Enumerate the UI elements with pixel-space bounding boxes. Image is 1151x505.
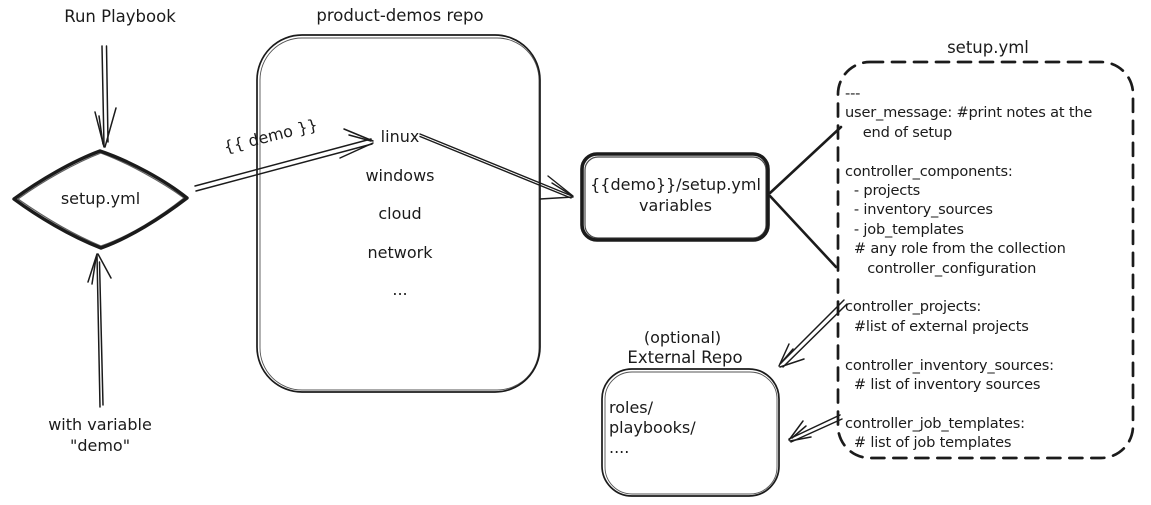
- setup-yml-file-title: setup.yml: [947, 38, 1029, 57]
- variables-to-setup-connector: [768, 125, 843, 269]
- with-variable-label: with variable "demo": [48, 415, 152, 455]
- run-playbook-label: Run Playbook: [64, 7, 176, 26]
- external-repo-content: roles/ playbooks/ ....: [609, 398, 696, 457]
- product-demos-repo-box: [256, 34, 541, 393]
- variables-box-shape: [580, 152, 770, 242]
- setup-yml-diamond-label: setup.yml: [60, 189, 141, 208]
- run-playbook-arrow: [94, 45, 117, 148]
- with-variable-arrow: [87, 253, 112, 408]
- external-repo-box: [601, 368, 780, 497]
- setup-yml-content: --- user_message: #print notes at the en…: [845, 85, 1093, 452]
- repo-item-ellipsis: ...: [392, 280, 408, 299]
- external-repo-title: External Repo: [627, 348, 743, 367]
- linux-to-variables-arrow: [419, 133, 574, 200]
- repo-item-linux: linux: [380, 127, 420, 146]
- setup-yml-diamond-shape: [12, 149, 189, 250]
- variables-box-label: {{demo}}/setup.yml variables: [590, 175, 761, 215]
- repo-item-network: network: [367, 243, 433, 262]
- demo-arrow: [194, 128, 374, 192]
- repo-item-cloud: cloud: [378, 204, 422, 223]
- job-templates-to-external-arrow: [788, 414, 843, 443]
- setup-yml-dashed-box: [836, 60, 1135, 460]
- external-repo-optional-label: (optional): [643, 328, 722, 347]
- product-demos-repo-title: product-demos repo: [316, 6, 484, 25]
- projects-to-external-arrow: [778, 299, 848, 368]
- repo-item-windows: windows: [365, 166, 435, 185]
